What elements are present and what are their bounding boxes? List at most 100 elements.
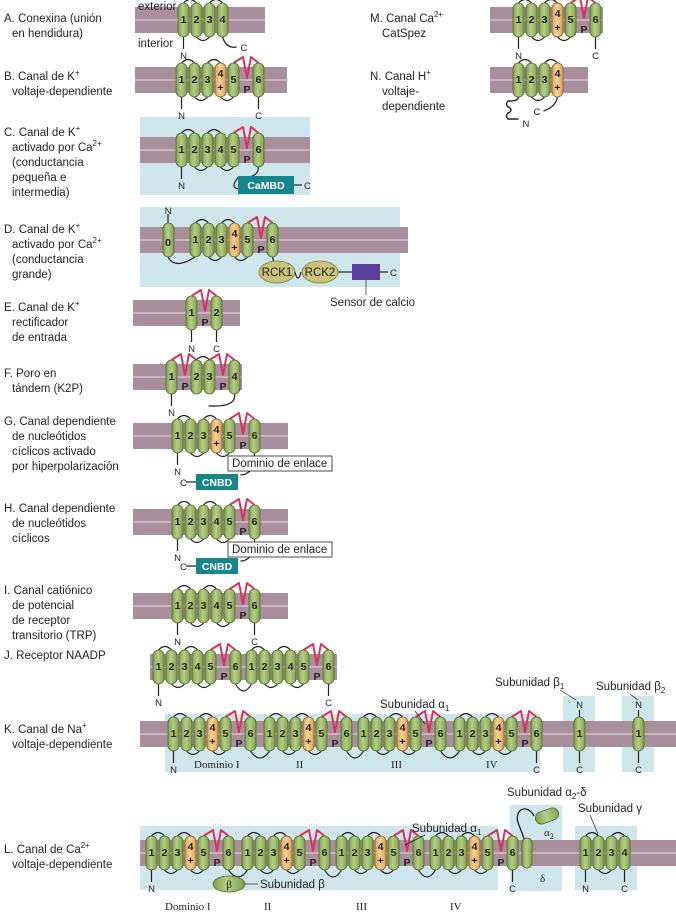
panel-d-helix-label: 6 <box>270 234 276 246</box>
panel-j-domain-link <box>234 683 253 692</box>
panel-k-domain-3-helix-label: 2 <box>374 728 380 740</box>
panel-b-c-label: C <box>255 111 262 122</box>
panel-d-helix <box>215 222 228 258</box>
panel-g-helix-label: 5 <box>227 430 233 442</box>
svg-text:M. Canal Ca2+: M. Canal Ca2+ <box>370 10 443 25</box>
panel-b-helix <box>252 62 265 98</box>
panel-j-n-label: N <box>155 698 162 709</box>
panel-a-title: A. Conexina (unión <box>4 13 102 25</box>
panel-d-loop <box>208 256 222 262</box>
panel-e-helix <box>185 295 198 331</box>
panel-l-domain-3-sensor-plus: + <box>377 855 383 867</box>
panel-n-sensor-plus: + <box>554 82 560 94</box>
panel-l-gamma-helix-label: 2 <box>596 847 602 859</box>
panel-i-loop <box>190 622 204 628</box>
panel-k-domain-4-helix <box>453 716 466 752</box>
panel-k-alpha-leader <box>414 710 426 725</box>
panel-j-d1-pore-label: P <box>220 671 227 683</box>
panel-k-alpha-label: Subunidad α <box>380 699 445 711</box>
panel-d-helix <box>241 222 254 258</box>
panel-m-helix <box>525 2 538 38</box>
panel-d-sup-2: 2+ <box>93 236 102 245</box>
panel-m-title-2: CatSpez <box>382 28 426 40</box>
panel-c-helix-label: 6 <box>256 144 262 156</box>
panel-l-domain-4-helix <box>506 835 519 871</box>
panel-j-d2-helix-label: 1 <box>249 661 255 673</box>
panel-k-title-2: voltaje-dependiente <box>12 739 112 751</box>
panel-b-helix-label: 4 <box>218 68 224 80</box>
panel-l-domain-3-helix-label: 3 <box>365 847 371 859</box>
panel-g-cnbd-box <box>196 474 238 490</box>
panel-l-domain-1-loop <box>151 831 165 837</box>
panel-h-helix <box>184 504 197 540</box>
panel-k-domain-1-helix <box>206 716 219 752</box>
panel-h-helix-label: 6 <box>252 516 258 528</box>
panel-m-helix-label: 3 <box>542 14 548 26</box>
panel-d-loop-0 <box>167 256 196 265</box>
panel-k-domain-2-helix-label: 2 <box>280 728 286 740</box>
panel-g-helix <box>223 418 236 454</box>
exterior-label: exterior <box>138 1 177 13</box>
panel-b-loop <box>220 96 234 102</box>
panel-l-domain-2-helix-label: 4 <box>284 841 290 853</box>
panel-m-sup: 2+ <box>434 10 443 19</box>
panel-k-domain-4-pore-loop <box>510 710 538 733</box>
panel-e-helix-label: 2 <box>214 307 220 319</box>
panel-d-helix-label: 4 <box>232 228 238 240</box>
panel-j-d2-pore-loop <box>302 643 330 666</box>
panel-i-helix-label: 5 <box>227 600 233 612</box>
panel-k-domain-4-loop <box>472 750 486 756</box>
panel-l-gamma-helix <box>618 835 631 871</box>
panel-f-helix <box>190 359 203 395</box>
panel-j-title: J. Receptor NAADP <box>4 650 106 662</box>
panel-l-domain-4-helix-label: 2 <box>446 847 452 859</box>
panel-g-loop <box>190 452 204 458</box>
panel-m-helix-label: 6 <box>593 14 599 26</box>
panel-b-pore-loop <box>232 56 260 79</box>
panel-b-sup: + <box>75 68 80 77</box>
panel-e-helix-label: 1 <box>189 307 195 319</box>
panel-l-domain-3-helix <box>374 835 387 871</box>
panel-k-domain-4-helix <box>492 716 505 752</box>
panel-f-pore-loop <box>170 353 198 376</box>
panel-k-domain-3-pore-label: P <box>425 738 432 750</box>
svg-text:Subunidad α2-δ: Subunidad α2-δ <box>507 787 587 801</box>
panel-b-n-label: N <box>178 111 185 122</box>
panel-c-helix <box>175 132 188 168</box>
panel-j-d2-helix <box>297 649 310 685</box>
panel-d-title-4: grande) <box>12 269 52 281</box>
panel-d-sup: + <box>76 221 81 230</box>
panel-j-d1-helix-label: 1 <box>156 661 162 673</box>
panel-l-domain-1-helix-label: 3 <box>175 847 181 859</box>
panel-l-domain-3-loop <box>341 831 355 837</box>
loops <box>151 0 625 878</box>
panel-c-cambd-label: CaMBD <box>247 180 285 192</box>
panel-b-helix-label: 2 <box>192 74 198 86</box>
panel-l-domain-1-pore-loop <box>202 829 230 852</box>
panel-h-c-label: C <box>180 562 187 573</box>
panel-k-domain-1-helix <box>219 716 232 752</box>
panel-h-loop <box>203 500 217 506</box>
panel-n-helix-label: 1 <box>516 74 522 86</box>
panel-l-domain-4-sensor-plus: + <box>471 855 477 867</box>
panel-d-helix-0 <box>162 222 175 258</box>
panel-m-helix <box>589 2 602 38</box>
panel-e-pore-loop <box>190 289 218 312</box>
panel-d-title: D. Canal de K <box>4 224 76 236</box>
panel-j-d1-helix-label: 6 <box>233 661 239 673</box>
panel-d-loop <box>234 256 248 262</box>
panel-c-helix-label: 5 <box>231 144 237 156</box>
panel-d-helix-label: 2 <box>206 234 212 246</box>
panel-c-loop <box>181 128 195 134</box>
panel-l-domain-2-helix <box>241 835 254 871</box>
panel-f-helix <box>165 359 178 395</box>
panel-g-helix-label: 6 <box>252 430 258 442</box>
panel-e-helix <box>210 295 223 331</box>
panel-f-helix-label: 1 <box>169 371 175 383</box>
panel-k-domain-1-loop <box>212 750 226 756</box>
panel-k-beta2-n-label: N <box>635 700 642 711</box>
panel-g-sensor-plus: + <box>213 438 219 450</box>
panel-l-domain-1-helix-label: 5 <box>201 847 207 859</box>
panel-k-domain-2-pore-loop <box>320 710 348 733</box>
panel-k-domain-3-helix-label: 4 <box>400 722 406 734</box>
